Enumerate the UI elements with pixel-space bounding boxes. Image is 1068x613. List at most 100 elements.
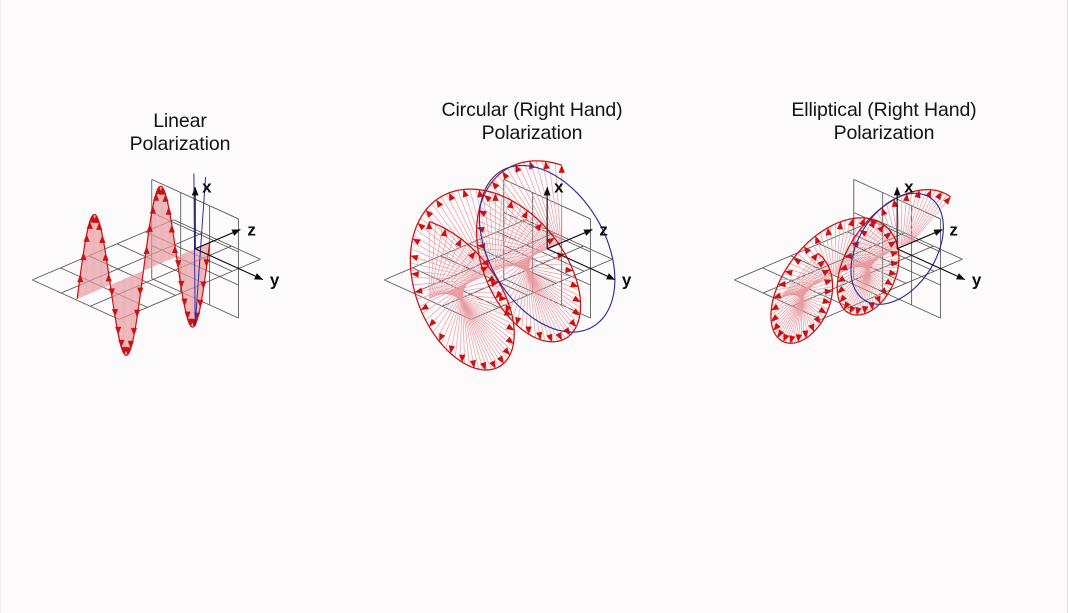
field-vector-arrow — [410, 271, 419, 278]
spoke-line — [908, 191, 940, 244]
spoke-line — [771, 282, 818, 311]
spoke-line — [507, 168, 555, 247]
spoke-line — [410, 248, 479, 279]
spoke-line — [432, 282, 469, 333]
field-vector-arrow — [175, 260, 182, 268]
field-vector-arrow — [200, 281, 207, 290]
field-vector-arrow — [181, 298, 188, 307]
spoke-line — [904, 189, 923, 246]
axis-group: xzy — [191, 177, 280, 290]
spoke-line — [436, 282, 468, 339]
field-vector-arrow — [184, 311, 191, 320]
field-vector-arrow — [546, 237, 555, 245]
field-vector-arrow — [480, 266, 489, 273]
field-vector-arrow — [490, 280, 500, 287]
spoke-line — [909, 192, 944, 244]
spoke-line — [446, 193, 489, 274]
spoke-line — [496, 198, 509, 271]
field-vector-arrow — [822, 297, 831, 304]
field-vector-arrow — [171, 245, 179, 254]
field-vector-arrow — [770, 303, 780, 311]
field-vector-arrow — [143, 246, 150, 254]
spoke-line — [503, 254, 534, 311]
spoke-line — [529, 161, 558, 245]
spoke-line — [840, 253, 887, 268]
axis-label-y: y — [972, 271, 982, 290]
elliptical-scene: xzy — [734, 177, 982, 344]
panel-circular-title: Circular (Right Hand) Polarization — [441, 99, 623, 144]
axis-label-z: z — [949, 221, 958, 240]
field-vector-arrow — [165, 207, 172, 215]
field-vector-arrow — [571, 308, 581, 316]
field-vector-arrow — [105, 273, 112, 282]
field-vector-arrow — [146, 224, 153, 232]
field-vector-arrow — [546, 333, 553, 343]
field-vector-arrow — [462, 189, 469, 198]
axis-label-y: y — [622, 271, 632, 290]
spoke-line — [780, 279, 823, 281]
spoke-line — [502, 226, 545, 269]
field-vector-arrow — [521, 210, 528, 219]
field-vector-arrow — [891, 199, 899, 208]
field-vector-arrow — [459, 354, 466, 363]
field-vector-arrow — [793, 258, 802, 266]
spoke-line — [837, 254, 884, 283]
field-vector-arrow — [92, 215, 100, 223]
field-vector-arrow — [478, 210, 488, 217]
panel-linear-title: Linear Polarization — [129, 110, 231, 155]
field-vector-arrow — [883, 231, 892, 240]
spoke-line — [479, 206, 547, 250]
field-vector-arrow — [890, 251, 899, 258]
spoke-line — [511, 255, 533, 321]
spoke-line — [775, 280, 821, 291]
spoke-line — [410, 262, 477, 280]
spoke-line — [431, 203, 486, 276]
spoke-line — [411, 277, 476, 280]
spoke-line — [416, 280, 473, 300]
field-vector-arrow — [810, 252, 819, 262]
spoke-line — [507, 254, 533, 316]
spoke-line — [422, 281, 471, 314]
field-vector-arrow — [492, 193, 499, 201]
field-vector-arrow — [448, 192, 456, 202]
field-vector-arrow — [843, 301, 851, 310]
spoke-line — [844, 222, 882, 272]
field-vector-arrow — [869, 217, 878, 227]
field-vector-arrow — [884, 278, 894, 286]
field-vector-arrow — [817, 260, 826, 268]
linear-wave-curve — [76, 185, 211, 356]
field-vector-arrow — [813, 315, 822, 324]
grid-line-horizontal-plane — [791, 245, 934, 307]
field-vector-arrow — [824, 279, 833, 286]
axis-group: xzy — [893, 177, 982, 290]
spoke-line — [435, 254, 479, 297]
linear-polarization-diagram: xzy — [32, 173, 280, 356]
linear-scene: xzy — [32, 173, 280, 356]
spoke-line — [477, 248, 542, 252]
field-vector-arrow — [499, 294, 508, 302]
axis-label-z: z — [247, 221, 256, 240]
spoke-line — [837, 253, 885, 278]
field-vector-arrow — [506, 323, 515, 331]
spoke-line — [425, 281, 471, 321]
spoke-line — [863, 224, 894, 251]
spoke-line — [445, 283, 466, 349]
spoke-line — [840, 217, 866, 273]
spoke-line — [428, 281, 470, 327]
field-vector-arrow — [770, 314, 780, 322]
projection-trace — [850, 192, 944, 305]
field-vector-arrow — [428, 318, 437, 327]
field-vector-arrow — [480, 259, 490, 266]
spoke-line — [774, 281, 820, 296]
spoke-line — [495, 253, 536, 299]
field-vector-arrow — [108, 288, 115, 297]
field-vector-arrow — [795, 334, 803, 343]
projection-outline — [478, 164, 616, 333]
spoke-line — [419, 280, 472, 307]
spoke-line — [548, 161, 561, 244]
spoke-line — [836, 220, 847, 275]
field-vector-arrow — [489, 360, 496, 369]
projection-line — [193, 173, 196, 327]
field-vector-arrow — [836, 221, 844, 230]
field-vector-arrow — [934, 191, 942, 201]
